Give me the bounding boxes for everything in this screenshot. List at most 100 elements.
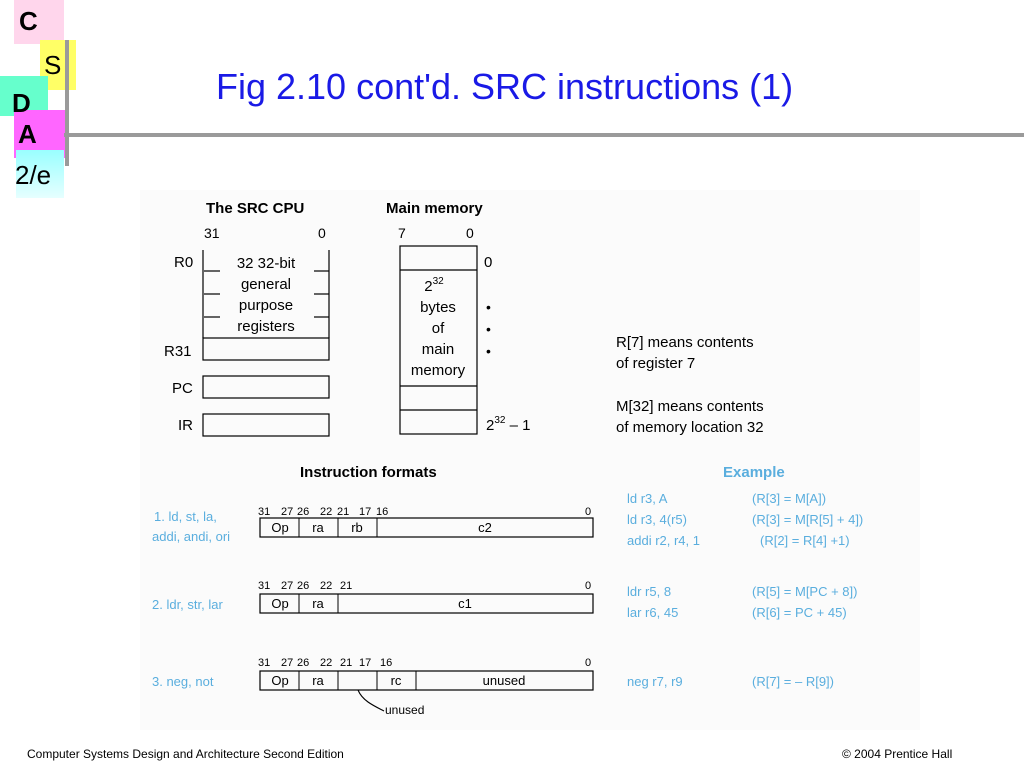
format-3-word (259, 670, 594, 691)
logo-block-edition (16, 150, 64, 198)
logo-letter-s: S (44, 50, 62, 80)
memory-ellipsis-3: • (486, 343, 491, 359)
format-1-name-line-1: 1. ld, st, la, (154, 509, 217, 524)
format-3-bit: 0 (585, 657, 591, 669)
memory-text-4: memory (411, 362, 466, 379)
logo-letter-a: A (18, 119, 37, 149)
footer-book-title: Computer Systems Design and Architecture… (27, 747, 344, 761)
format-2-example-code: ldr r5, 8 (627, 584, 671, 599)
label-ir: IR (178, 417, 193, 434)
label-r31: R31 (164, 343, 192, 360)
footer-copyright: © 2004 Prentice Hall (842, 747, 953, 761)
format-1-example-meaning: (R[3] = M[A]) (752, 491, 826, 506)
format-2-example-code: lar r6, 45 (627, 605, 678, 620)
format-1-bit: 27 (281, 506, 293, 518)
format-1-field-c2: c2 (478, 520, 492, 535)
label-r0: R0 (174, 254, 193, 271)
format-3-field-ra: ra (312, 673, 324, 688)
format-2: 2. ldr, str, lar 31 27 26 22 21 0 Op ra … (152, 580, 857, 620)
memory-size: 232 (424, 276, 444, 295)
format-1: 1. ld, st, la, addi, andi, ori 31 27 26 … (152, 491, 863, 548)
logo-block-d (0, 76, 48, 116)
format-1-field-rb: rb (351, 520, 363, 535)
format-1-word (259, 517, 594, 538)
figure-background (140, 190, 920, 730)
memory-ellipsis-1: • (486, 299, 491, 315)
note-memory-line-2: of memory location 32 (616, 419, 764, 436)
memory-heading: Main memory (386, 200, 483, 217)
format-2-word (259, 593, 594, 614)
format-1-example-code: ld r3, A (627, 491, 668, 506)
format-2-bit: 26 (297, 580, 309, 592)
format-1-bit: 26 (297, 506, 309, 518)
logo-block-c (14, 0, 64, 44)
title-horizontal-rule (64, 133, 1024, 137)
format-3-bit: 27 (281, 657, 293, 669)
note-register-line-1: R[7] means contents (616, 334, 754, 351)
format-3-unused-label: unused (385, 703, 424, 717)
format-2-bit: 27 (281, 580, 293, 592)
format-3-bit: 16 (380, 657, 392, 669)
title-vertical-rule (65, 40, 69, 166)
format-1-bit: 21 (337, 506, 349, 518)
register-text-line-3: purpose (239, 297, 293, 314)
format-3-field-op: Op (271, 673, 288, 688)
format-3-field-unused: unused (483, 673, 526, 688)
format-3-name: 3. neg, not (152, 674, 214, 689)
format-3-field-rc: rc (391, 673, 402, 688)
format-2-name: 2. ldr, str, lar (152, 597, 223, 612)
cpu-heading: The SRC CPU (206, 200, 304, 217)
format-1-example-meaning: (R[2] = R[4] +1) (760, 533, 850, 548)
format-3-bit: 17 (359, 657, 371, 669)
format-3-bit: 26 (297, 657, 309, 669)
logo-edition: 2/e (15, 160, 52, 190)
label-pc: PC (172, 380, 193, 397)
format-1-example-code: addi r2, r4, 1 (627, 533, 700, 548)
slide-title: Fig 2.10 cont'd. SRC instructions (1) (216, 66, 794, 107)
register-r31 (202, 337, 330, 361)
cpu-bit-hi: 31 (204, 225, 220, 241)
format-3-bit: 22 (320, 657, 332, 669)
example-heading: Example (723, 464, 785, 481)
memory-text-3: main (422, 341, 455, 358)
format-2-bit: 21 (340, 580, 352, 592)
format-1-field-ra: ra (312, 520, 324, 535)
format-2-example-meaning: (R[6] = PC + 45) (752, 605, 847, 620)
format-2-field-ra: ra (312, 596, 324, 611)
format-3: 3. neg, not 31 27 26 22 21 17 16 0 Op ra… (152, 657, 834, 717)
register-pc (202, 375, 330, 399)
format-1-bit: 31 (258, 506, 270, 518)
format-3-bit: 31 (258, 657, 270, 669)
formats-heading: Instruction formats (300, 464, 437, 481)
memory-bit-hi: 7 (398, 225, 406, 241)
format-1-bit: 17 (359, 506, 371, 518)
memory-text-2: of (432, 320, 445, 337)
memory-bit-lo: 0 (466, 225, 474, 241)
register-text-line-4: registers (237, 318, 295, 335)
main-memory-block (399, 245, 478, 435)
format-1-name-line-2: addi, andi, ori (152, 529, 230, 544)
logo-letter-d: D (12, 88, 31, 118)
format-1-example-code: ld r3, 4(r5) (627, 512, 687, 527)
format-2-example-meaning: (R[5] = M[PC + 8]) (752, 584, 857, 599)
format-3-bit: 21 (340, 657, 352, 669)
memory-addr-first: 0 (484, 254, 492, 271)
format-1-bit: 22 (320, 506, 332, 518)
cpu-bit-lo: 0 (318, 225, 326, 241)
note-register-line-2: of register 7 (616, 355, 695, 372)
format-1-field-op: Op (271, 520, 288, 535)
register-text-line-1: 32 32-bit (237, 255, 296, 272)
format-2-field-op: Op (271, 596, 288, 611)
format-3-example-meaning: (R[7] = – R[9]) (752, 674, 834, 689)
unused-pointer-line (357, 689, 385, 712)
logo-letter-c: C (19, 6, 38, 36)
format-2-bit: 22 (320, 580, 332, 592)
format-1-bit: 16 (376, 506, 388, 518)
note-memory-line-1: M[32] means contents (616, 398, 764, 415)
format-2-bit: 0 (585, 580, 591, 592)
register-ir (202, 413, 330, 437)
memory-addr-last: 232 – 1 (486, 415, 531, 434)
format-1-bit: 0 (585, 506, 591, 518)
format-2-field-c1: c1 (458, 596, 472, 611)
memory-ellipsis-2: • (486, 321, 491, 337)
